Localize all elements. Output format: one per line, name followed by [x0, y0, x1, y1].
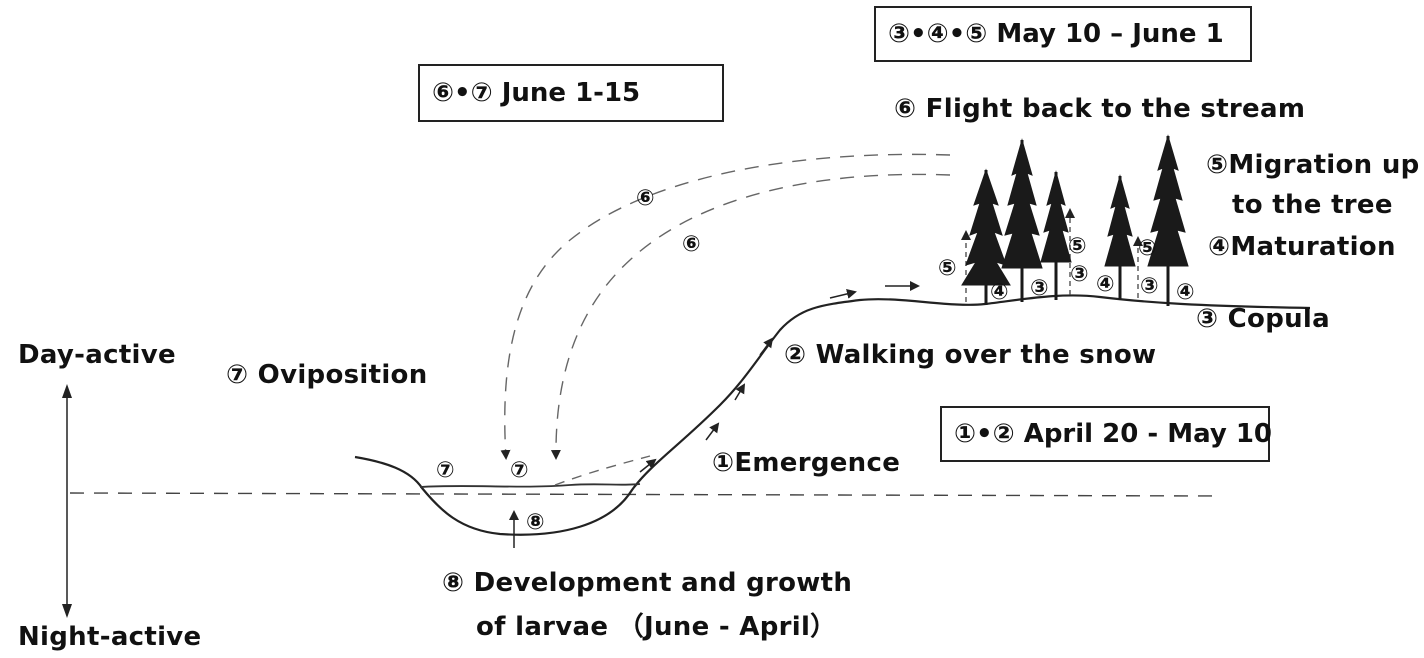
tree-4	[1104, 174, 1136, 300]
marker-4-b: ④	[1096, 272, 1115, 297]
stage-walking-label: ② Walking over the snow	[784, 340, 1157, 370]
tree-2	[1001, 138, 1043, 302]
walk-arrow-1	[639, 458, 657, 473]
stage-copula-label: ③ Copula	[1196, 304, 1330, 334]
period-label-12: ①•② April 20 - May 10	[954, 419, 1273, 449]
marker-7-left: ⑦	[436, 458, 455, 483]
marker-7-right: ⑦	[510, 458, 529, 483]
walk-arrow-4	[759, 337, 774, 356]
flight-path-outer	[500, 153, 951, 460]
period-box-june1-15: ⑥•⑦ June 1-15	[418, 64, 724, 122]
stream-terrain	[354, 294, 1311, 536]
marker-4-a: ④	[990, 280, 1009, 305]
period-label-67: ⑥•⑦ June 1-15	[432, 78, 641, 108]
marker-5-a: ⑤	[938, 256, 957, 281]
marker-3-b: ③	[1070, 262, 1089, 287]
walk-arrow-5	[829, 289, 857, 299]
stage-maturation-label: ④Maturation	[1208, 232, 1396, 262]
walk-path-dashed	[554, 455, 651, 486]
conifer-trees	[961, 134, 1189, 306]
marker-6-inner: ⑥	[682, 232, 701, 257]
day-night-boundary	[69, 492, 1221, 497]
stage-flight-back-label: ⑥ Flight back to the stream	[894, 94, 1306, 124]
flight-path-inner	[550, 173, 951, 460]
stage-oviposition-label: ⑦ Oviposition	[226, 360, 428, 390]
marker-5-b: ⑤	[1068, 234, 1087, 259]
day-active-label: Day-active	[18, 340, 176, 370]
stage-emergence-label: ①Emergence	[712, 448, 901, 478]
stage-development-label-2: of larvae （June - April）	[476, 612, 837, 642]
night-active-label: Night-active	[18, 622, 202, 652]
period-box-april20-may10: ①•② April 20 - May 10	[940, 406, 1273, 462]
period-label-345: ③•④•⑤ May 10 – June 1	[888, 19, 1224, 49]
marker-6-outer: ⑥	[636, 186, 655, 211]
marker-8: ⑧	[526, 510, 545, 535]
marker-5-c: ⑤	[1138, 236, 1157, 261]
axis-arrow-down	[62, 604, 72, 618]
stage-migration-label-2: to the tree	[1232, 190, 1393, 220]
tree-1	[961, 168, 1011, 305]
stage-migration-label-1: ⑤Migration up	[1206, 150, 1420, 180]
marker-3-a: ③	[1030, 276, 1049, 301]
marker-3-c: ③	[1140, 274, 1159, 299]
tree-3	[1040, 170, 1072, 300]
tree-5	[1147, 134, 1189, 306]
axis-arrow-up	[62, 384, 72, 398]
walk-arrow-2	[705, 422, 720, 441]
marker-4-c: ④	[1176, 280, 1195, 305]
stage-development-label-1: ⑧ Development and growth	[442, 568, 853, 598]
walk-arrow-3	[734, 383, 746, 401]
water-surface	[419, 483, 641, 488]
period-box-may10-june1: ③•④•⑤ May 10 – June 1	[874, 6, 1252, 62]
